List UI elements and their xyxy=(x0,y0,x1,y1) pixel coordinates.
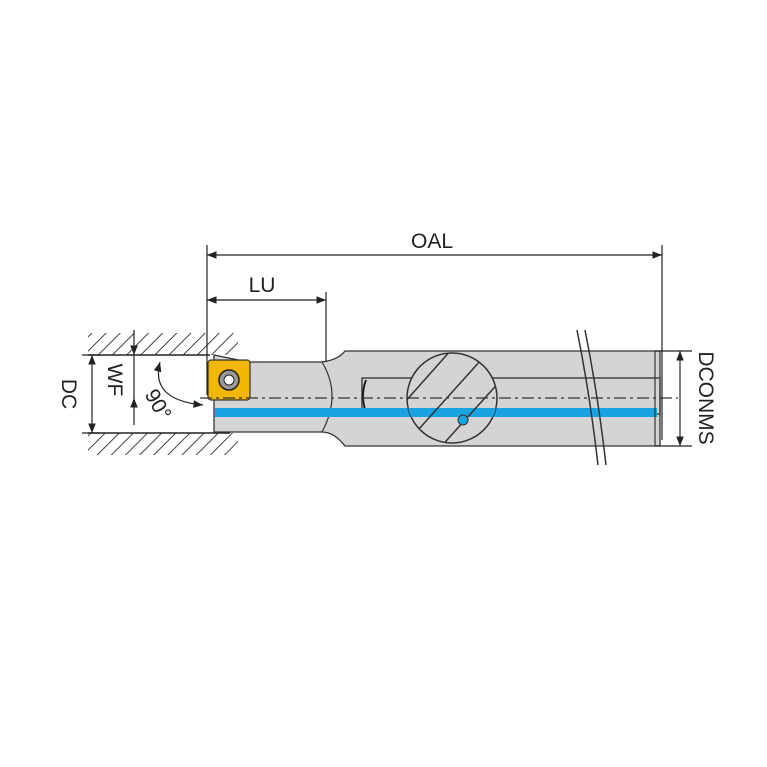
bore-wall-top xyxy=(88,333,238,356)
angle-arc xyxy=(153,361,204,408)
angle-label: 90° xyxy=(140,385,176,424)
break-lines xyxy=(576,329,607,466)
wf-label: WF xyxy=(103,364,126,397)
dconms-label: DCONMS xyxy=(694,351,717,444)
insert xyxy=(207,359,251,401)
oal-label: OAL xyxy=(411,230,453,253)
bore-wall-bottom xyxy=(88,432,238,455)
extension-lines xyxy=(82,245,692,447)
dc-label: DC xyxy=(57,379,80,409)
lu-label: LU xyxy=(249,274,276,297)
